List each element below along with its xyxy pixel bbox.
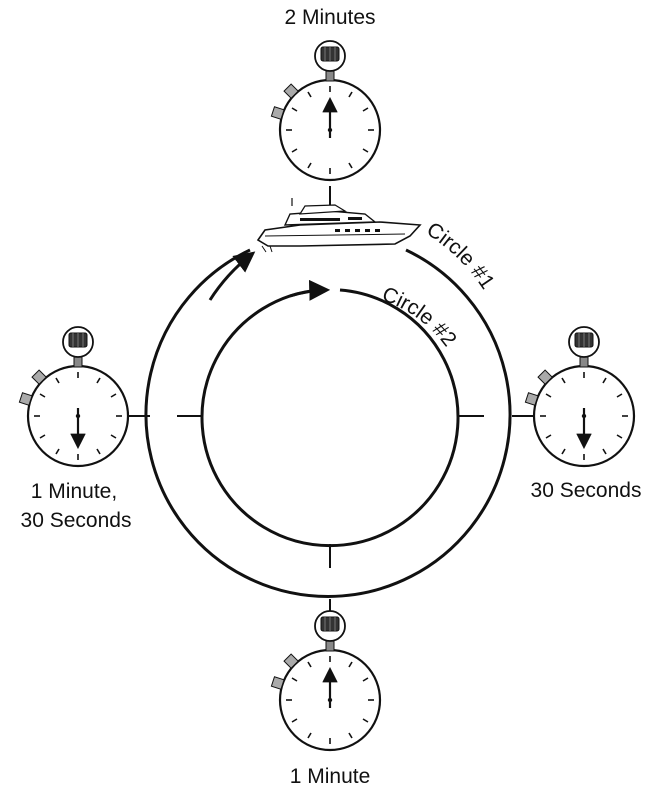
circle-1-label: Circle #1 — [422, 218, 498, 293]
timer-label-bottom: 1 Minute — [290, 765, 371, 788]
timer-label-right: 30 Seconds — [531, 479, 642, 502]
circle-1-path — [144, 248, 512, 598]
stopwatch-icon — [270, 39, 382, 182]
motor-yacht-icon — [256, 198, 422, 253]
circle-2-path — [200, 288, 460, 548]
stopwatch-icon — [524, 325, 636, 468]
circle-1-arrow — [208, 251, 256, 301]
timer-label-top: 2 Minutes — [284, 6, 375, 29]
circle-2-label: Circle #2 — [379, 283, 461, 351]
stopwatch-icon — [18, 325, 130, 468]
timer-label-left-line2: 30 Seconds — [21, 509, 132, 532]
stopwatch-icon — [270, 609, 382, 752]
timer-label-left-line1: 1 Minute, — [31, 480, 117, 503]
circle-2-arrow — [289, 279, 331, 301]
